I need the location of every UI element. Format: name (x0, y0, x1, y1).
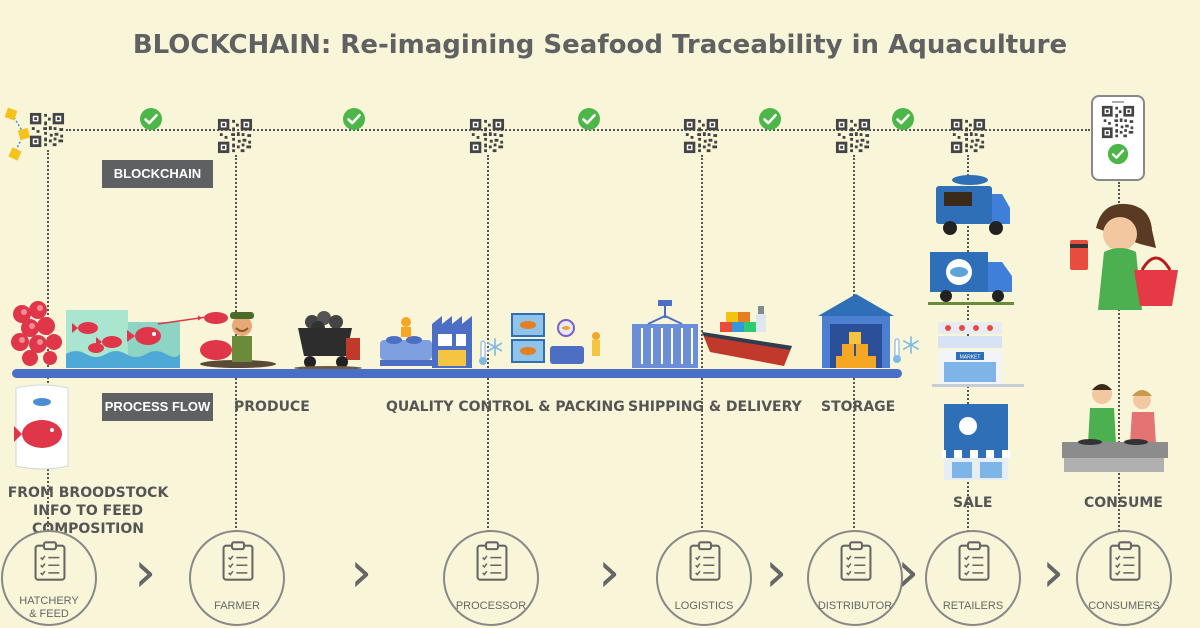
qr-code-icon[interactable] (835, 118, 871, 154)
smartphone-icon[interactable] (1090, 94, 1146, 182)
feed-info-label: FROM BROODSTOCK INFO TO FEED COMPOSITION (7, 485, 169, 537)
stakeholder-label: FARMER (214, 600, 260, 612)
consumers-cooking-illustration (1062, 384, 1168, 472)
cargo-ship-illustration (702, 306, 792, 366)
stakeholder-label: LOGISTICS (674, 600, 734, 612)
shipping-label: SHIPPING & DELIVERY (628, 399, 802, 415)
check-icon (342, 107, 366, 131)
consumer-shopping-illustration (1070, 203, 1178, 310)
process-flow-bar (12, 369, 902, 378)
consume-label: CONSUME (1084, 495, 1163, 511)
blockchain-tag: BLOCKCHAIN (102, 160, 213, 188)
page-title: BLOCKCHAIN: Re-imagining Seafood Traceab… (132, 30, 1068, 60)
processor-link-line (487, 155, 489, 535)
retail-store-illustration (942, 404, 1010, 480)
stakeholder-logistics[interactable]: LOGISTICS (656, 530, 752, 626)
chevron-right-icon: › (350, 540, 373, 605)
delivery-truck-illustration (928, 252, 1014, 305)
qr-code-icon[interactable] (217, 118, 253, 154)
feed-bag-illustration (14, 384, 69, 470)
market-building-illustration: MARKET (932, 322, 1024, 387)
farmer-illustration (198, 312, 276, 368)
check-icon (891, 107, 915, 131)
storage-warehouse-illustration (818, 294, 920, 368)
market-sign: MARKET (960, 355, 981, 361)
processing-factory-illustration (380, 316, 502, 368)
stakeholder-label: HATCHERY & FEED (19, 595, 79, 620)
blockchain-line (66, 129, 1090, 131)
sale-label: SALE (953, 495, 993, 511)
check-icon (577, 107, 601, 131)
stakeholder-hatchery-feed[interactable]: HATCHERY & FEED (1, 530, 97, 626)
stakeholder-retailers[interactable]: RETAILERS (925, 530, 1021, 626)
stakeholder-label: CONSUMERS (1088, 600, 1160, 612)
chevron-right-icon: › (134, 540, 157, 605)
stakeholder-label: DISTRIBUTOR (817, 600, 893, 612)
check-icon (758, 107, 782, 131)
clipboard-icon (475, 540, 509, 582)
container-crane-illustration (632, 300, 698, 368)
stakeholder-distributor[interactable]: DISTRIBUTOR (807, 530, 903, 626)
stakeholder-label: PROCESSOR (455, 600, 527, 612)
food-truck-illustration (936, 175, 1010, 235)
qr-code-icon[interactable] (29, 112, 65, 148)
process-flow-tag: PROCESS FLOW (102, 393, 213, 421)
harvest-cart-illustration (294, 311, 362, 370)
hatchery-illustration (11, 301, 208, 368)
chevron-right-icon: › (765, 540, 788, 605)
chevron-right-icon: › (1042, 540, 1065, 605)
packing-illustration (511, 313, 600, 364)
qc-packing-label: QUALITY CONTROL & PACKING (386, 399, 625, 415)
check-icon (139, 107, 163, 131)
qr-code-icon[interactable] (950, 118, 986, 154)
consumers-link-line (1118, 182, 1120, 535)
blockchain-cubes-icon (4, 107, 31, 161)
chevron-right-icon: › (598, 540, 621, 605)
clipboard-icon (221, 540, 255, 582)
clipboard-icon (688, 540, 722, 582)
produce-label: PRODUCE (234, 399, 310, 415)
storage-label: STORAGE (821, 399, 896, 415)
stakeholder-processor[interactable]: PROCESSOR (443, 530, 539, 626)
clipboard-icon (33, 540, 67, 582)
stakeholder-farmer[interactable]: FARMER (189, 530, 285, 626)
stakeholder-consumers[interactable]: CONSUMERS (1076, 530, 1172, 626)
qr-code-icon[interactable] (469, 118, 505, 154)
clipboard-icon (1108, 540, 1142, 582)
logistics-link-line (701, 155, 703, 535)
clipboard-icon (957, 540, 991, 582)
stakeholder-label: RETAILERS (942, 600, 1004, 612)
qr-code-icon[interactable] (683, 118, 719, 154)
chevron-right-icon: › (897, 540, 920, 605)
clipboard-icon (839, 540, 873, 582)
